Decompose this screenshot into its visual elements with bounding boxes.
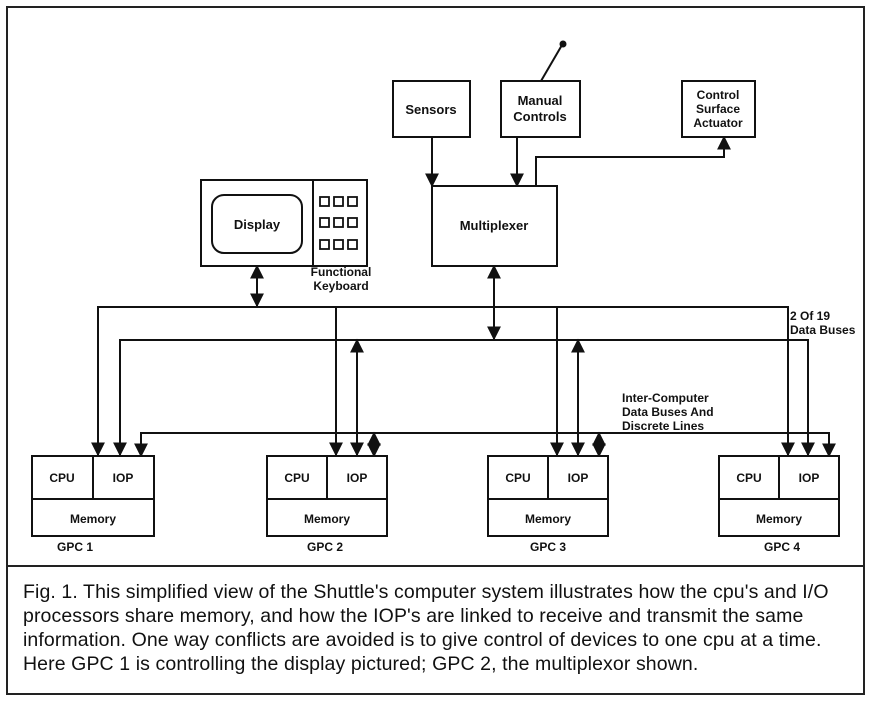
gpc3-name: GPC 3 bbox=[530, 540, 566, 554]
actuator-label-2: Surface bbox=[696, 102, 740, 116]
functional-keyboard-label-1: Functional bbox=[311, 265, 372, 279]
gpc4-memory: Memory bbox=[756, 512, 802, 526]
gpc-3: CPU IOP Memory GPC 3 bbox=[487, 455, 609, 554]
data-buses-label-1: 2 Of 19 bbox=[790, 309, 830, 323]
gpc1-memory: Memory bbox=[70, 512, 116, 526]
gpc1-iop: IOP bbox=[113, 471, 134, 485]
gpc4-cpu: CPU bbox=[736, 471, 761, 485]
data-bus-b bbox=[113, 339, 815, 457]
manual-controls-block: Manual Controls bbox=[500, 80, 581, 138]
gpc-1: CPU IOP Memory GPC 1 bbox=[31, 455, 155, 554]
actuator-label-3: Actuator bbox=[693, 116, 743, 130]
antenna-tip bbox=[559, 40, 567, 48]
functional-keyboard-label-2: Keyboard bbox=[313, 279, 368, 293]
display-unit: Display bbox=[200, 179, 368, 267]
gpc2-iop: IOP bbox=[347, 471, 368, 485]
inter-computer-label-1: Inter-Computer bbox=[622, 391, 709, 405]
manual-controls-label-1: Manual bbox=[518, 93, 563, 108]
multiplexer-block: Multiplexer bbox=[431, 185, 558, 267]
data-bus-a bbox=[91, 306, 795, 457]
antenna-line bbox=[540, 44, 563, 82]
gpc4-name: GPC 4 bbox=[764, 540, 800, 554]
gpc2-cpu: CPU bbox=[284, 471, 309, 485]
gpc4-iop: IOP bbox=[799, 471, 820, 485]
inter-computer-label-3: Discrete Lines bbox=[622, 419, 704, 433]
figure-caption: Fig. 1. This simplified view of the Shut… bbox=[23, 581, 829, 675]
figure-frame bbox=[6, 6, 865, 695]
sensors-label: Sensors bbox=[405, 102, 456, 117]
actuator-label-1: Control bbox=[697, 88, 740, 102]
multiplexer-to-actuator bbox=[535, 135, 731, 186]
gpc3-cpu: CPU bbox=[505, 471, 530, 485]
gpc2-memory: Memory bbox=[304, 512, 350, 526]
gpc1-name: GPC 1 bbox=[57, 540, 93, 554]
display-screen bbox=[211, 194, 303, 254]
data-buses-label-2: Data Buses bbox=[790, 323, 856, 337]
gpc3-memory: Memory bbox=[525, 512, 571, 526]
manual-controls-label-2: Controls bbox=[513, 109, 566, 124]
sensors-block: Sensors bbox=[392, 80, 471, 138]
gpc2-name: GPC 2 bbox=[307, 540, 343, 554]
display-label: Display bbox=[234, 217, 281, 232]
gpc-4: CPU IOP Memory GPC 4 bbox=[718, 455, 840, 554]
control-surface-actuator-block: Control Surface Actuator bbox=[681, 80, 756, 138]
inter-computer-bus bbox=[134, 432, 836, 458]
inter-computer-label-2: Data Buses And bbox=[622, 405, 714, 419]
multiplexer-label: Multiplexer bbox=[460, 218, 529, 233]
shuttle-computer-diagram: Sensors Manual Controls Control Surface … bbox=[8, 40, 865, 567]
keypad-icon bbox=[319, 196, 358, 250]
gpc3-iop: IOP bbox=[568, 471, 589, 485]
gpc1-cpu: CPU bbox=[49, 471, 74, 485]
wiring bbox=[91, 40, 836, 458]
gpc-2: CPU IOP Memory GPC 2 bbox=[266, 455, 388, 554]
